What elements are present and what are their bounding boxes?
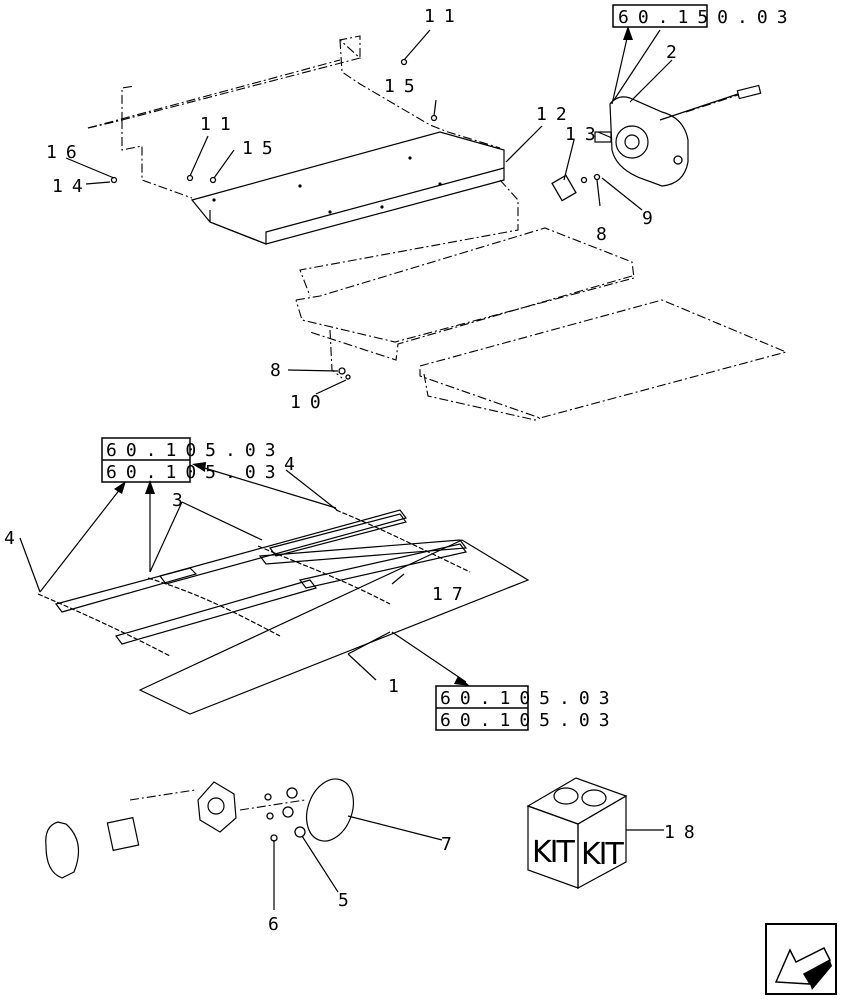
kit-box: KIT KIT: [526, 777, 628, 890]
reference-link-lower-1[interactable]: 60.105.03: [440, 688, 619, 709]
reference-box-middle[interactable]: 60.105.03 60.105.03: [101, 437, 285, 483]
reference-arrows: [39, 26, 633, 686]
callout-18: 18: [664, 822, 704, 843]
callout-13: 13: [565, 124, 605, 145]
callout-4-right: 4: [284, 454, 304, 475]
cover-plate: [190, 131, 505, 245]
fasteners-upper: [110, 58, 601, 380]
reference-box-top[interactable]: 60.150.03: [612, 4, 797, 28]
callout-1: 1: [388, 676, 408, 697]
back-button[interactable]: [765, 923, 837, 995]
kit-label-right: KIT: [581, 837, 625, 872]
hardware-group: [264, 778, 354, 842]
callout-5: 5: [338, 890, 358, 911]
callout-16: 16: [46, 142, 86, 163]
callout-8-upper: 8: [596, 224, 616, 245]
callout-9: 9: [642, 208, 662, 229]
callout-8-lower: 8: [270, 360, 290, 381]
callout-11-top: 11: [424, 6, 464, 27]
reference-link-middle-1[interactable]: 60.105.03: [106, 440, 285, 461]
callout-3: 3: [172, 490, 192, 511]
reference-link-top[interactable]: 60.150.03: [618, 7, 797, 28]
gearbox: [594, 84, 762, 187]
callout-15-top: 15: [384, 76, 424, 97]
conveyor-chains: [37, 509, 471, 657]
callout-11-left: 11: [200, 114, 240, 135]
arrow-back-icon: [774, 946, 832, 990]
callout-10: 10: [290, 392, 330, 413]
frame-phantom-outline: [87, 35, 788, 811]
leader-lines: [19, 29, 673, 910]
callout-15-left: 15: [242, 138, 282, 159]
callout-4-left: 4: [4, 528, 24, 549]
callout-7: 7: [441, 834, 461, 855]
callout-14: 14: [52, 176, 92, 197]
kit-label-left: KIT: [532, 835, 576, 870]
reference-link-middle-2[interactable]: 60.105.03: [106, 462, 285, 483]
reference-box-lower[interactable]: 60.105.03 60.105.03: [435, 685, 619, 731]
callout-6: 6: [268, 914, 288, 935]
reference-link-lower-2[interactable]: 60.105.03: [440, 710, 619, 731]
shaft-assembly: [45, 781, 237, 879]
callouts: 11 2 15 12 11 13 15 16 14 9 8 8 10 4 3 4…: [4, 6, 704, 935]
chain-conveyor: [37, 509, 530, 715]
callout-12: 12: [536, 104, 576, 125]
conveyor-slats: [54, 509, 468, 645]
callout-2: 2: [666, 42, 686, 63]
callout-17: 17: [432, 584, 472, 605]
